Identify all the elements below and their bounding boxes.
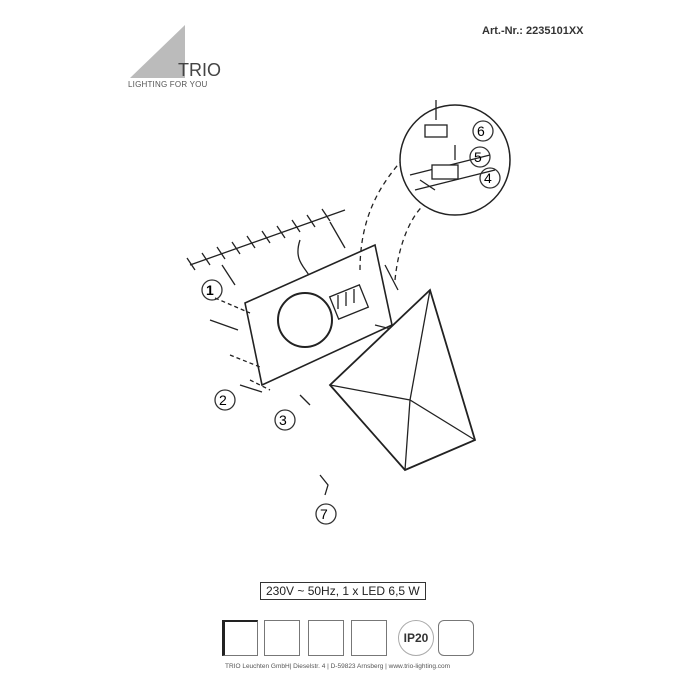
led-not-replaceable-icon [308,620,344,656]
not-for-dimmer-icon [222,620,258,656]
ip20-icon: IP20 [398,620,434,656]
callout-6: 6 [477,123,485,139]
callout-7: 7 [320,506,328,522]
callout-1: 1 [206,282,214,298]
indoor-use-icon [264,620,300,656]
protective-earth-icon [351,620,387,656]
cable-hole [277,292,333,348]
logo-tagline: LIGHTING FOR YOU [128,80,208,89]
logo-brand: TRIO [178,60,221,80]
callout-3: 3 [279,412,287,428]
no-direct-light-icon [438,620,474,656]
article-number: Art.-Nr.: 2235101XX [482,25,584,37]
electrical-spec: 230V ~ 50Hz, 1 x LED 6,5 W [260,582,426,600]
logo-triangle [130,25,185,78]
guide-lines [214,297,271,391]
wall-hatch [186,208,346,271]
callout-2: 2 [219,392,227,408]
footer-address: TRIO Leuchten GmbH| Dieselstr. 4 | D-598… [225,663,451,670]
screws [209,221,399,406]
terminal-block [328,284,370,320]
callout-4: 4 [484,170,492,186]
callout-5: 5 [474,149,482,165]
